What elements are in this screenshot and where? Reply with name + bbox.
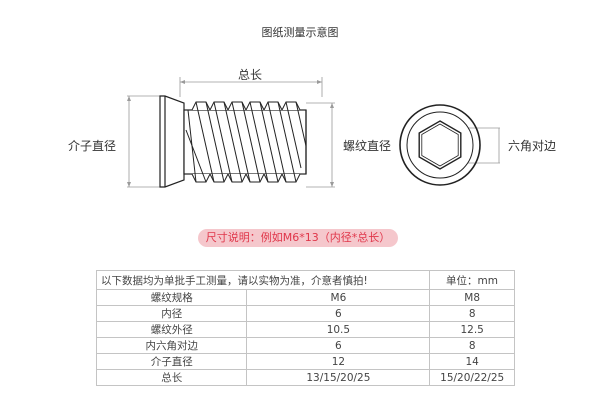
table-row: 介子直径 12 14 <box>95 353 515 370</box>
row-label: 介子直径 <box>95 353 248 370</box>
cell-m6: 10.5 <box>246 321 431 338</box>
cell-m8: 15/20/22/25 <box>429 369 515 386</box>
thread-diameter-label: 螺纹直径 <box>343 139 392 153</box>
row-label: 内径 <box>95 305 248 322</box>
table-row: 螺纹外径 10.5 12.5 <box>95 321 515 338</box>
cell-m8: 14 <box>429 353 515 370</box>
row-label: 总长 <box>95 369 248 386</box>
row-label: 螺纹规格 <box>95 289 248 306</box>
table-row: 内径 6 8 <box>95 305 515 322</box>
bolt-drawing <box>127 77 500 188</box>
table-row: 螺纹规格 M6 M8 <box>95 289 515 306</box>
cell-m8: M8 <box>429 289 515 306</box>
table-row: 总长 13/15/20/25 15/20/22/25 <box>95 369 515 386</box>
hex-across-label: 六角对边 <box>508 139 557 153</box>
cell-m8: 8 <box>429 305 515 322</box>
cell-m6: M6 <box>246 289 431 306</box>
page-title: 图纸测量示意图 <box>261 26 339 39</box>
cell-m8: 12.5 <box>429 321 515 338</box>
table-unit: 单位：mm <box>429 270 515 290</box>
total-length-label: 总长 <box>238 68 263 82</box>
table-note: 以下数据均为单批手工测量，请以实物为准，介意者慎拍! <box>95 270 431 290</box>
inner-diameter-label: 介子直径 <box>68 139 117 153</box>
cell-m6: 13/15/20/25 <box>246 369 431 386</box>
cell-m8: 8 <box>429 337 515 354</box>
cell-m6: 6 <box>246 337 431 354</box>
table-row: 内六角对边 6 8 <box>95 337 515 354</box>
row-label: 内六角对边 <box>95 337 248 354</box>
size-note-badge: 尺寸说明：例如M6*13（内径*总长） <box>198 229 398 247</box>
cell-m6: 12 <box>246 353 431 370</box>
row-label: 螺纹外径 <box>95 321 248 338</box>
table-header-row: 以下数据均为单批手工测量，请以实物为准，介意者慎拍! 单位：mm <box>95 270 515 290</box>
cell-m6: 6 <box>246 305 431 322</box>
spec-table: 以下数据均为单批手工测量，请以实物为准，介意者慎拍! 单位：mm 螺纹规格 M6… <box>95 270 515 386</box>
